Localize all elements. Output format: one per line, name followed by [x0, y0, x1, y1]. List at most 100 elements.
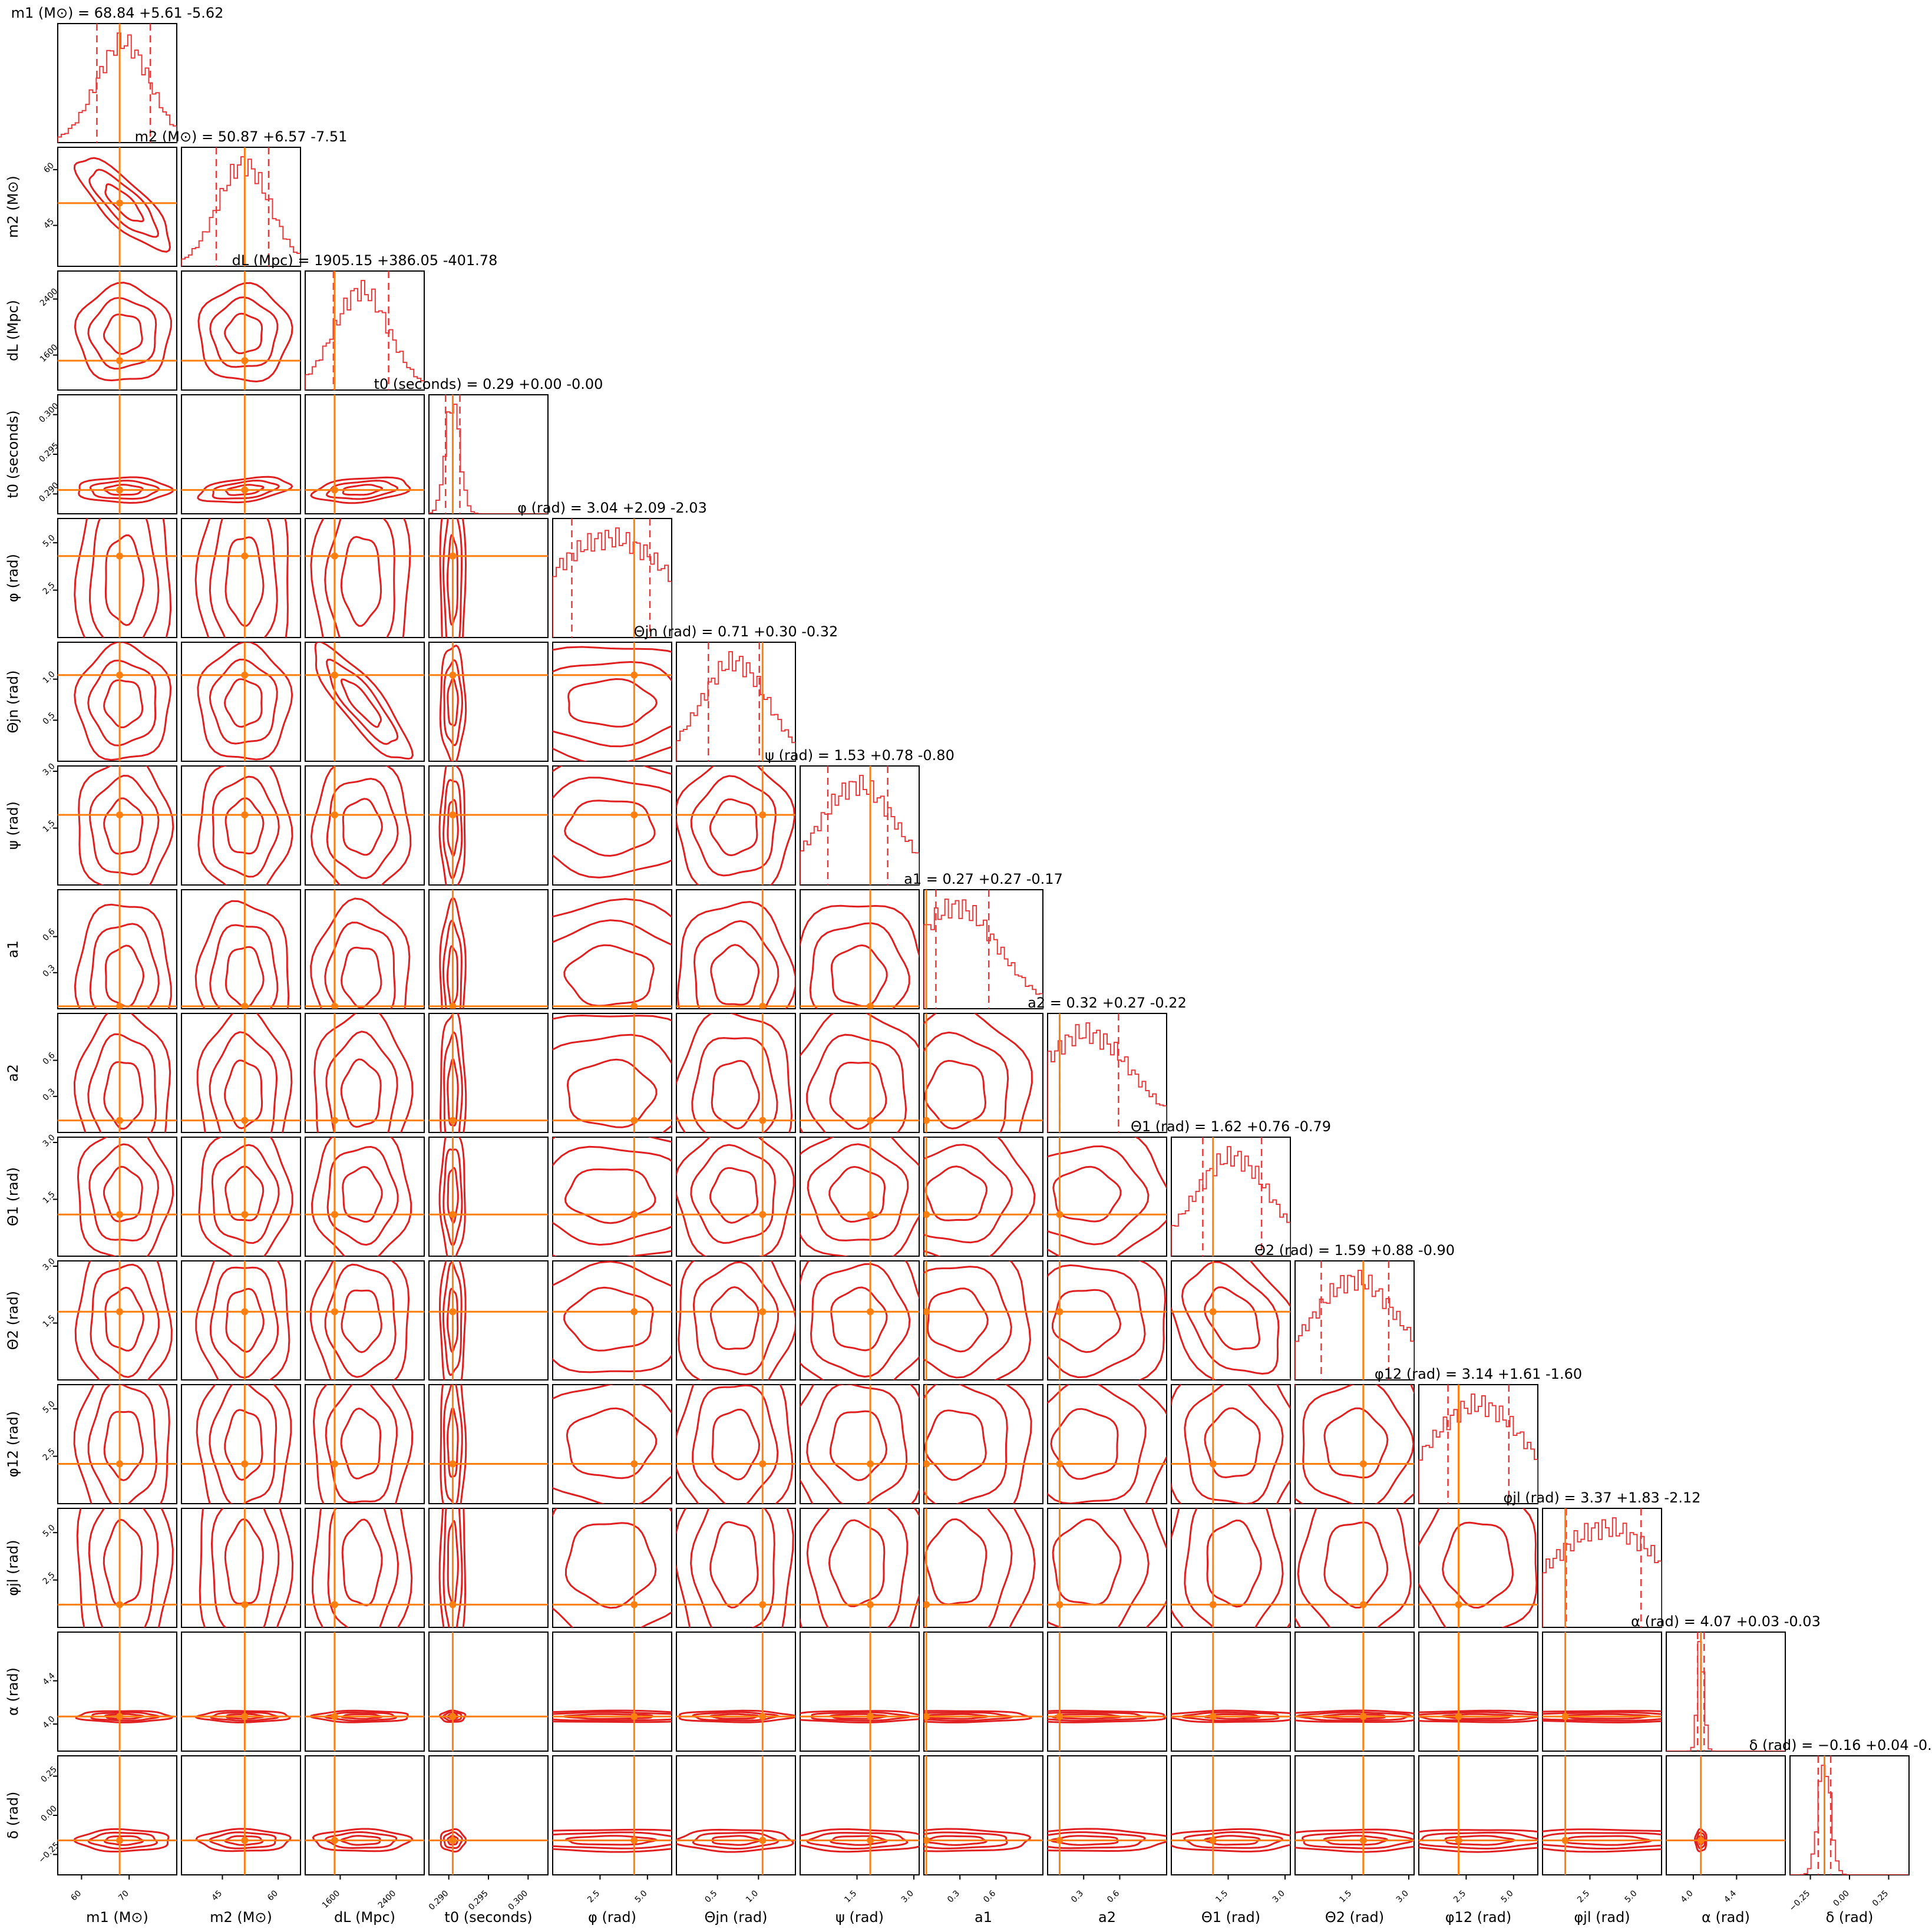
contour-line [325, 1385, 398, 1504]
truth-point [241, 811, 249, 818]
truth-point [449, 1211, 457, 1218]
x-axis-label: m2 (M⊙) [210, 1909, 272, 1926]
contour-panel [429, 1137, 548, 1256]
contour-panel [429, 890, 548, 1009]
contour-line [690, 775, 777, 877]
contour-line [87, 1385, 158, 1504]
truth-point [331, 671, 338, 679]
truth-point [449, 1308, 457, 1316]
contour-line [800, 904, 919, 959]
x-axis-label: a2 [1098, 1909, 1116, 1926]
truth-point [759, 1837, 767, 1844]
contour-line [1181, 1261, 1280, 1375]
x-axis-label: δ (rad) [1826, 1909, 1874, 1926]
contour-line [211, 1144, 280, 1244]
y-tick-label: 1600 [38, 343, 60, 365]
contour-line [806, 1385, 908, 1504]
contour-line [446, 533, 459, 626]
truth-point [116, 1460, 124, 1468]
y-tick-label: 0.00 [39, 1804, 58, 1823]
contour-panel [429, 518, 548, 638]
y-tick-label: 3.0 [41, 1133, 57, 1149]
truth-point [867, 1211, 874, 1218]
contour-panel [676, 1261, 795, 1380]
contour-panel [181, 1632, 300, 1751]
contour-line [224, 1165, 265, 1221]
contour-line [87, 296, 157, 370]
contour-line [88, 1508, 159, 1627]
truth-point [241, 1713, 249, 1720]
panel-frame [1171, 1755, 1291, 1875]
contour-line [224, 312, 263, 355]
truth-point [1056, 1460, 1064, 1468]
truth-point [331, 1460, 338, 1468]
contour-line [312, 1385, 414, 1504]
contour-panel [181, 642, 300, 761]
contour-panel [1419, 1508, 1538, 1627]
panel-frame [552, 1384, 672, 1504]
y-axis-label: φ12 (rad) [5, 1411, 21, 1478]
panel-frame [1171, 1260, 1291, 1381]
truth-point [924, 1713, 930, 1720]
contour-line [442, 1261, 463, 1376]
panel-frame [57, 1137, 177, 1257]
y-tick-label: 1.5 [41, 1313, 57, 1329]
contour-line [224, 797, 265, 855]
truth-point [1359, 1837, 1367, 1844]
contour-panel [553, 1137, 672, 1256]
panel-frame [1418, 1384, 1538, 1504]
y-tick-label: 0.5 [41, 711, 57, 726]
panel-frame [428, 1013, 549, 1133]
y-tick-label: 4.4 [41, 1671, 57, 1687]
contour-line [199, 1508, 294, 1627]
histogram-title: Θ1 (rad) = 1.62 +0.76 -0.79 [1131, 1118, 1331, 1135]
contour-line [447, 678, 459, 726]
contour-panel [553, 766, 672, 885]
contour-panel [676, 1013, 795, 1132]
contour-line [73, 1013, 171, 1132]
panel-frame [57, 394, 177, 514]
histogram-panel [1543, 1508, 1662, 1627]
contour-line [224, 946, 265, 1009]
contour-line [1302, 1385, 1414, 1504]
contour-panel [181, 1137, 300, 1256]
y-tick-label: 60 [42, 161, 56, 175]
panel-frame [305, 1013, 425, 1133]
contour-panel [1295, 1385, 1414, 1504]
y-axis-label: a1 [5, 940, 21, 958]
contour-line [89, 923, 160, 1009]
panel-frame [923, 1260, 1043, 1381]
panel-frame [181, 1137, 301, 1257]
truth-point [449, 552, 457, 560]
contour-panel [429, 1261, 548, 1380]
truth-point [1561, 1837, 1569, 1844]
contour-panel [553, 1013, 672, 1132]
contour-line [342, 484, 384, 496]
contour-line [1442, 1521, 1514, 1609]
contour-line [1052, 1165, 1122, 1223]
x-tick-label: 3.0 [900, 1889, 916, 1905]
truth-point [1455, 1837, 1462, 1844]
panel-frame [57, 147, 177, 267]
contour-line [553, 660, 672, 748]
truth-point [449, 811, 457, 818]
contour-line [324, 922, 396, 1009]
panel-frame [305, 1632, 425, 1752]
truth-point [630, 1601, 638, 1609]
panel-frame [923, 1632, 1043, 1752]
contour-panel [429, 766, 548, 885]
panel-frame [923, 1755, 1043, 1875]
histogram-panel [1790, 1756, 1909, 1875]
y-tick-label: 2.5 [41, 1570, 57, 1586]
y-tick-label: 0.25 [39, 1765, 58, 1784]
truth-point [630, 1117, 638, 1124]
histogram-title: α (rad) = 4.07 +0.03 -0.03 [1631, 1613, 1821, 1630]
panel-frame [676, 1137, 796, 1257]
contour-line [341, 1518, 383, 1607]
contour-panel [1171, 1508, 1290, 1627]
truth-point [331, 1837, 338, 1844]
truth-point [630, 1460, 638, 1468]
histogram-title: φjl (rad) = 3.37 +1.83 -2.12 [1503, 1490, 1700, 1506]
y-tick-label: 4.0 [41, 1715, 57, 1730]
truth-point [1056, 1713, 1064, 1720]
